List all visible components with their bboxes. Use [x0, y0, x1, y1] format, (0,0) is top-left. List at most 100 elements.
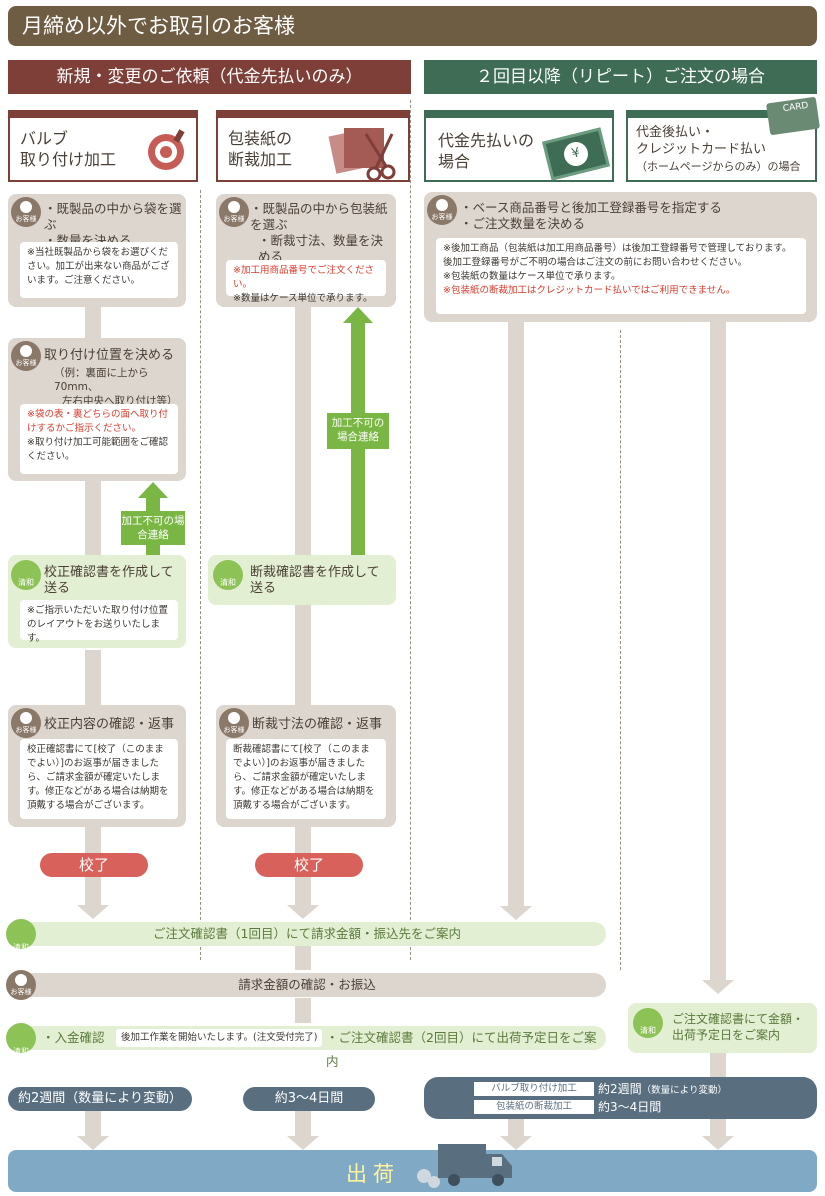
page-title: 月締め以外でお取引のお客様: [8, 6, 817, 46]
new-order-banner: 新規・変更のご依頼（代金先払いのみ）: [8, 60, 411, 94]
step-title: 断裁確認書を作成して送る: [250, 565, 380, 596]
separator: [200, 190, 201, 960]
duration-repeat: バルブ取り付け加工 約2週間（数量により変動） 包装紙の断裁加工 約3〜4日間: [424, 1077, 817, 1119]
customer-icon: お客様: [219, 708, 249, 738]
card-label: CARD: [782, 100, 810, 115]
shipping-bar: 出荷: [8, 1144, 817, 1192]
flow-arrow: [295, 1110, 311, 1140]
deposit-step: 清和 ・入金確認 後加工作業を開始いたします。(注文受付完了) ・ご注文確認書（…: [6, 1023, 606, 1069]
ng-contact-label: 加工不可の場合連絡: [327, 413, 389, 449]
flow-arrow: [85, 480, 101, 555]
category-line: 包装紙の: [228, 129, 293, 148]
seiwa-icon: 清和: [6, 919, 36, 952]
category-line: クレジットカード払い: [636, 142, 767, 157]
icon-label: お客様: [15, 726, 37, 734]
note-box: ※当社既製品から袋をお選びください。加工が出来ない商品がございます。ご注意くださ…: [20, 242, 178, 298]
separator: [620, 330, 621, 970]
flow-arrow-head: [287, 905, 319, 919]
category-line: バルブ: [20, 129, 69, 148]
step-title: 校正確認書を作成して送る: [44, 565, 174, 596]
category-line: 代金後払い・: [636, 125, 715, 140]
flow-arrow-head: [702, 1136, 734, 1150]
step-text: ・既製品の中から包装紙を選ぶ: [250, 201, 388, 232]
green-up-arrow: [351, 323, 365, 413]
proof-confirm-step: お客様 校正内容の確認・返事 校正確認書にて[校了（このままでよい）]のお返事が…: [8, 705, 186, 827]
category-valve: バルブ取り付け加工: [8, 110, 198, 182]
green-up-arrow-head: [138, 482, 168, 498]
step-sub: （例：裏面に上から70mm、: [54, 367, 149, 393]
note-box: 校正確認書にて[校了（このままでよい）]のお返事が届きましたら、ご請求金額が確定…: [20, 739, 178, 819]
icon-label: お客様: [431, 213, 453, 221]
red-note: ※加工用商品番号でご注文ください。: [233, 265, 374, 290]
duration-value: 約2週間: [598, 1082, 642, 1096]
paper-select-step: お客様 ・既製品の中から包装紙を選ぶ・断裁寸法、数量を決める ※加工用商品番号で…: [216, 194, 396, 307]
step-text: ・入金確認: [42, 1030, 105, 1045]
truck-icon: [417, 1144, 512, 1188]
customer-icon: お客様: [427, 195, 457, 225]
icon-label: 清和: [18, 578, 34, 587]
flow-arrow: [295, 300, 311, 555]
step-title: 校正内容の確認・返事: [44, 717, 175, 732]
done-badge: 校了: [255, 853, 363, 877]
note-text: ※後加工商品（包装紙は加工用商品番号）は後加工登録番号で管理しております。後加工…: [443, 243, 792, 268]
duration-label: 包装紙の断裁加工: [474, 1100, 594, 1114]
category-line: 取り付け加工: [20, 150, 117, 169]
repeat-order-banner: ２回目以降（リピート）ご注文の場合: [424, 60, 817, 94]
icon-label: お客様: [223, 726, 245, 734]
icon-label: 清和: [220, 578, 236, 587]
flow-arrow: [295, 998, 311, 1023]
flow-arrow: [85, 1110, 101, 1140]
icon-label: お客様: [15, 359, 37, 367]
icon-label: お客様: [15, 215, 37, 223]
seiwa-icon: 清和: [213, 560, 243, 590]
flow-arrow: [85, 650, 101, 705]
green-up-arrow: [146, 498, 160, 513]
proof-create-step: 清和 校正確認書を作成して送る ※ご指示いただいた取り付け位置のレイアウトをお送…: [8, 555, 186, 648]
icon-label: 清和: [13, 1047, 29, 1056]
icon-label: 清和: [640, 1026, 656, 1035]
separator: [410, 100, 411, 960]
note-box: 断裁確認書にて[校了（このままでよい）]のお返事が届きましたら、ご請求金額が確定…: [226, 739, 386, 819]
red-note: ※袋の表・裏どちらの面へ取り付けするかご指示ください。: [27, 409, 168, 434]
flow-arrow: [295, 605, 311, 705]
flow-arrow-head: [77, 1136, 109, 1150]
step-text: ・ご注文数量を決める: [460, 216, 586, 231]
step-text: ・ご注文確認書（2回目）にて出荷予定日をご案内: [326, 1030, 597, 1069]
flow-arrow: [508, 1118, 524, 1140]
cut-create-step: 清和 断裁確認書を作成して送る: [208, 555, 396, 605]
yen-mark: ¥: [561, 139, 591, 169]
banknote-icon: ¥: [542, 127, 610, 181]
green-up-arrow: [351, 449, 365, 555]
step-text: ご注文確認書（1回目）にて請求金額・振込先をご案内: [153, 926, 461, 941]
green-up-arrow: [146, 545, 160, 555]
step-text: ・ベース商品番号と後加工登録番号を指定する: [460, 200, 722, 215]
flow-arrow: [710, 320, 726, 980]
seiwa-icon: 清和: [6, 1023, 36, 1056]
scissors-paper-icon: [328, 128, 396, 180]
note-text: ※数量はケース単位で承ります。: [233, 293, 373, 304]
green-up-arrow-head: [343, 307, 373, 323]
note-text: ※包装紙の数量はケース単位で承ります。: [443, 271, 621, 282]
flow-arrow: [85, 300, 101, 340]
repeat-order-step: お客様 ・ベース商品番号と後加工登録番号を指定する・ご注文数量を決める ※後加工…: [424, 192, 817, 322]
valve-icon: [148, 129, 185, 170]
shipping-label: 出荷: [346, 1162, 400, 1186]
work-start-note: 後加工作業を開始いたします。(注文受付完了): [116, 1029, 323, 1047]
category-paper: 包装紙の断裁加工: [216, 110, 410, 182]
red-note: ※包装紙の断裁加工はクレジットカード払いではご利用できません。: [443, 285, 736, 296]
category-postpay: 代金後払い・クレジットカード払い（ホームページからのみ）の場合 CARD: [626, 96, 820, 182]
duration-note: （数量により変動）: [641, 1085, 727, 1096]
step-text: ・既製品の中から袋を選ぶ: [44, 201, 182, 232]
flow-arrow: [508, 320, 524, 906]
valve-select-step: お客様 ・既製品の中から袋を選ぶ・数量を決める ※当社既製品から袋をお選びくださ…: [8, 194, 186, 307]
payment-step: お客様 請求金額の確認・お振込: [6, 970, 606, 1000]
position-step: お客様 取り付け位置を決める （例：裏面に上から70mm、左右中央へ取り付け等）…: [8, 338, 186, 481]
flow-arrow-head: [500, 906, 532, 920]
note-box: ※ご指示いただいた取り付け位置のレイアウトをお送りいたします。: [20, 600, 178, 644]
category-line: 断裁加工: [228, 150, 293, 169]
step-text: ご注文確認書にて金額・出荷予定日をご案内: [672, 1012, 805, 1042]
step-text: 請求金額の確認・お振込: [238, 977, 376, 992]
customer-icon: お客様: [6, 970, 36, 1000]
customer-icon: お客様: [11, 197, 41, 227]
ng-contact-label: 加工不可の場合連絡: [121, 511, 185, 545]
